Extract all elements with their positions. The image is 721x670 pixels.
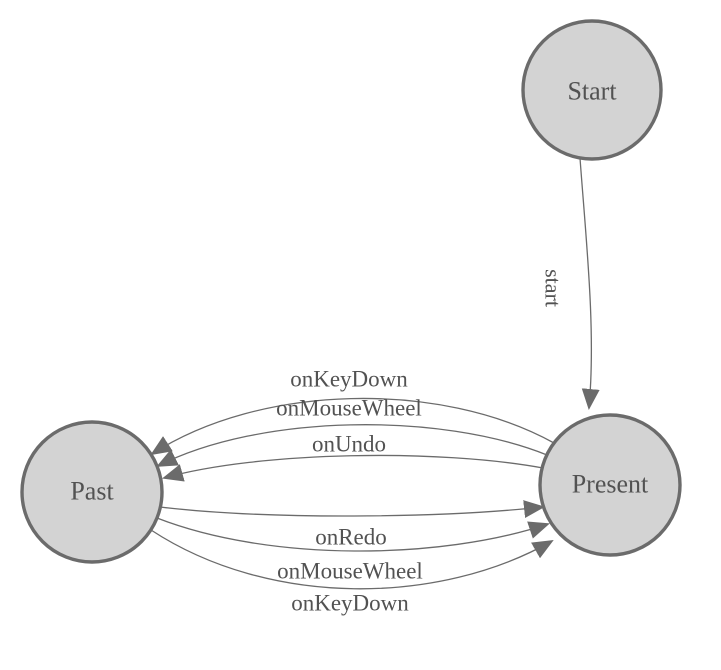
edge-label-onmousewheel-top: onMouseWheel bbox=[276, 396, 422, 421]
edge-present-to-past-onundo bbox=[162, 454, 544, 482]
node-present-label: Present bbox=[572, 470, 649, 499]
edge-label-onundo: onUndo bbox=[312, 432, 386, 457]
edge-past-to-present-onredo bbox=[159, 500, 545, 518]
edge-label-onmousewheel-bottom: onMouseWheel bbox=[277, 559, 423, 584]
node-start-label: Start bbox=[567, 77, 617, 106]
edge-label-onkeydown-bottom: onKeyDown bbox=[291, 591, 409, 616]
node-past-circle bbox=[20, 420, 164, 564]
node-past-label: Past bbox=[70, 477, 114, 506]
node-start-circle bbox=[521, 19, 663, 161]
node-present-circle bbox=[538, 413, 682, 557]
edge-label-start: start bbox=[541, 269, 566, 307]
edge-present-to-past-onkeydown bbox=[150, 397, 555, 456]
edge-label-onredo: onRedo bbox=[315, 525, 387, 550]
edge-start-to-present bbox=[579, 157, 600, 410]
edge-label-onkeydown-top: onKeyDown bbox=[290, 367, 408, 392]
edge-present-to-past-onmousewheel bbox=[156, 424, 548, 467]
edge-past-to-present-onmousewheel bbox=[156, 517, 550, 552]
edge-past-to-present-onkeydown bbox=[150, 529, 554, 590]
